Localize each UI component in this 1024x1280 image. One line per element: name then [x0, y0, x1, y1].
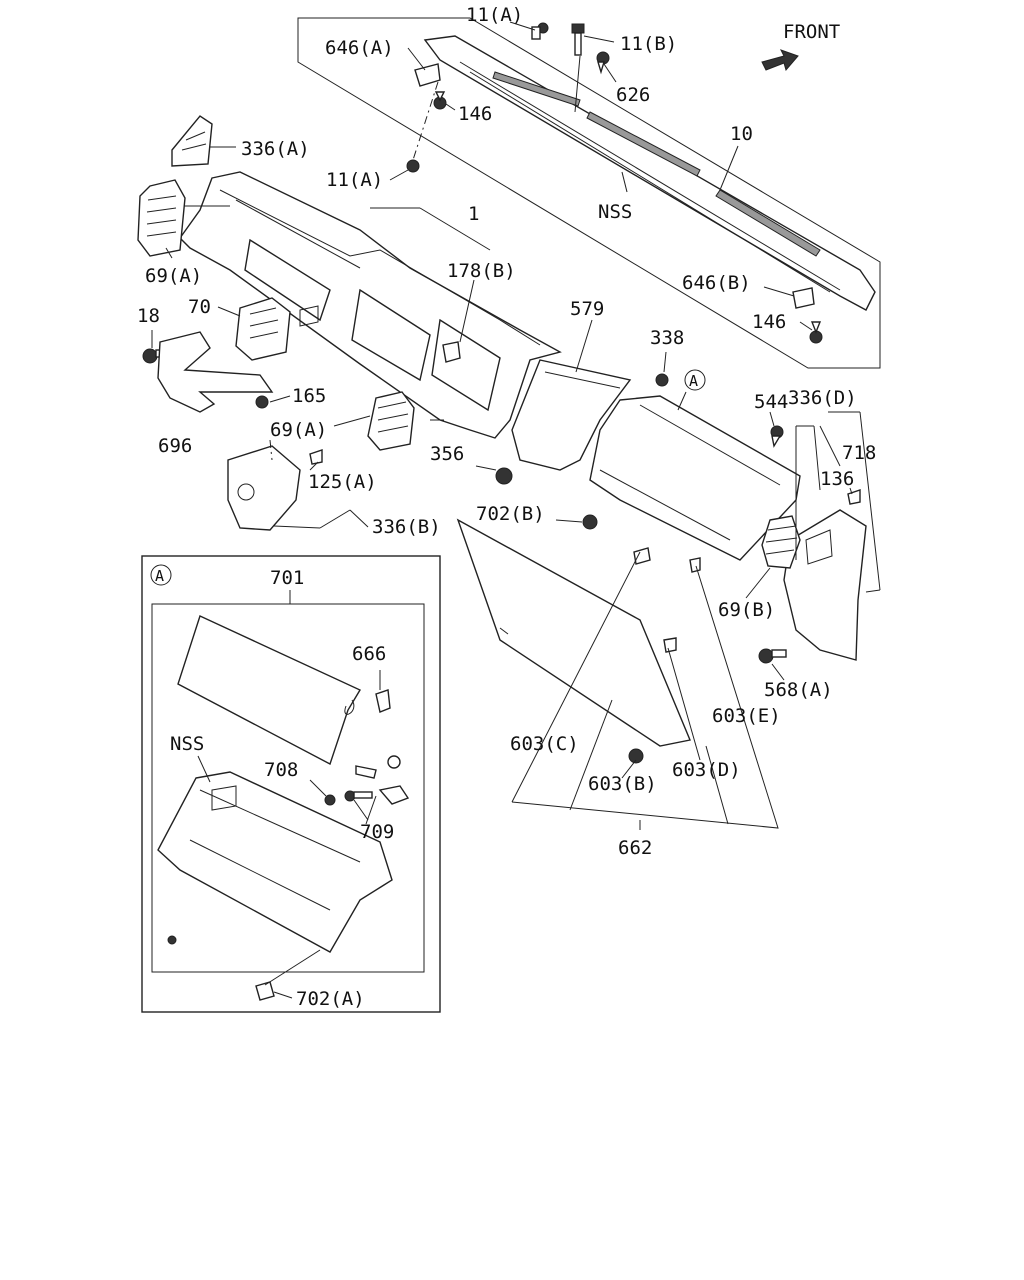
screw-11a-mid	[406, 159, 420, 173]
detail-a-inner-frame	[151, 603, 425, 973]
clip-125a	[309, 449, 323, 465]
duct-696	[157, 331, 274, 413]
vent-69b	[761, 515, 801, 569]
detail-a-marker: A	[155, 567, 164, 585]
main-a-marker-circle	[684, 369, 706, 391]
nut-165	[255, 395, 269, 409]
clip-603b	[628, 748, 644, 764]
clip-666	[375, 689, 391, 713]
callout-626: 626	[616, 84, 650, 106]
cover-579	[511, 359, 632, 471]
clip-646a	[414, 63, 441, 87]
clip-603c	[633, 547, 651, 565]
callout-125a: 125(A)	[308, 471, 377, 493]
callout-696: 696	[158, 435, 192, 457]
detail-a-labels: A 701 666 NSS 708 709 702(A)	[155, 567, 394, 1010]
callout-646b: 646(B)	[682, 272, 751, 294]
front-label: FRONT	[783, 21, 840, 43]
callout-nss-top: NSS	[598, 201, 632, 223]
callout-718: 718	[842, 442, 876, 464]
callout-146-top: 146	[458, 103, 492, 125]
clip-646b	[792, 287, 815, 309]
callout-662: 662	[618, 837, 652, 859]
leader-lines	[151, 21, 881, 830]
vent-69a-top	[137, 179, 186, 257]
callout-702b: 702(B)	[476, 503, 545, 525]
bracket-336b	[227, 445, 301, 531]
callout-544: 544	[754, 391, 788, 413]
callout-702a: 702(A)	[296, 988, 365, 1010]
callout-69b: 69(B)	[718, 599, 775, 621]
top-cover-vent-strip	[492, 71, 581, 107]
callout-336a: 336(A)	[241, 138, 310, 160]
part-701-lid	[177, 615, 362, 766]
callout-603b: 603(B)	[588, 773, 657, 795]
callout-579: 579	[570, 298, 604, 320]
nut-338	[655, 373, 669, 387]
nut-356	[495, 467, 513, 485]
callout-708: 708	[264, 759, 298, 781]
nut-702b	[582, 514, 598, 530]
clip-178b	[442, 341, 461, 363]
vent-69a-mid	[367, 391, 415, 451]
callout-568a: 568(A)	[764, 679, 833, 701]
screw-708	[324, 794, 336, 806]
callout-338: 338	[650, 327, 684, 349]
callout-70: 70	[188, 296, 211, 318]
callout-69a-top: 69(A)	[145, 265, 202, 287]
callout-146-right: 146	[752, 311, 786, 333]
clip-603e	[689, 557, 701, 573]
detail-leader-lines	[197, 590, 381, 999]
callout-178b: 178(B)	[447, 260, 516, 282]
group-outline-10	[297, 17, 881, 369]
front-arrow-icon	[761, 49, 799, 72]
part-10-top-cover	[423, 35, 876, 311]
callout-11a-top: 11(A)	[466, 4, 523, 26]
clip-136	[847, 489, 861, 505]
screw-146-top	[433, 91, 447, 110]
parts-small-cluster	[355, 755, 410, 805]
callout-709: 709	[360, 821, 394, 843]
bolt-11a-top	[531, 22, 549, 40]
callout-136: 136	[820, 468, 854, 490]
callout-69a-mid: 69(A)	[270, 419, 327, 441]
callout-603c: 603(C)	[510, 733, 579, 755]
screw-626	[596, 51, 610, 75]
clip-603d	[663, 637, 677, 653]
detail-a-frame	[141, 555, 441, 1013]
callout-165: 165	[292, 385, 326, 407]
callout-356: 356	[430, 443, 464, 465]
callout-603e: 603(E)	[712, 705, 781, 727]
callout-666: 666	[352, 643, 386, 665]
bolt-11b	[571, 23, 585, 56]
callout-nss-detail: NSS	[170, 733, 204, 755]
callout-336b: 336(B)	[372, 516, 441, 538]
callout-646a: 646(A)	[325, 37, 394, 59]
cover-336a	[171, 115, 213, 167]
screw-709	[344, 790, 373, 802]
detail-a-marker-circle	[150, 564, 172, 586]
callout-a-marker: A	[689, 372, 698, 390]
screw-146-right	[809, 321, 823, 344]
bolt-568a	[758, 648, 787, 664]
screw-544	[770, 425, 784, 448]
glove-box-housing	[589, 395, 801, 561]
callout-701: 701	[270, 567, 304, 589]
nut-702a	[255, 981, 275, 1001]
callout-labels: 11(A) 11(B) 646(A) 626 146 10 336(A) 11(…	[137, 4, 876, 859]
callout-336d: 336(D)	[788, 387, 857, 409]
callout-603d: 603(D)	[672, 759, 741, 781]
callout-11b: 11(B)	[620, 33, 677, 55]
screw-loose-detail	[167, 935, 177, 945]
glove-box-door-662	[456, 518, 691, 747]
vent-70	[235, 297, 291, 361]
callout-11a-mid: 11(A)	[326, 169, 383, 191]
side-cover-336d	[783, 509, 867, 661]
part-glove-box-housing-detail	[157, 771, 393, 953]
callout-18: 18	[137, 305, 160, 327]
callout-10: 10	[730, 123, 753, 145]
callout-1: 1	[468, 203, 479, 225]
